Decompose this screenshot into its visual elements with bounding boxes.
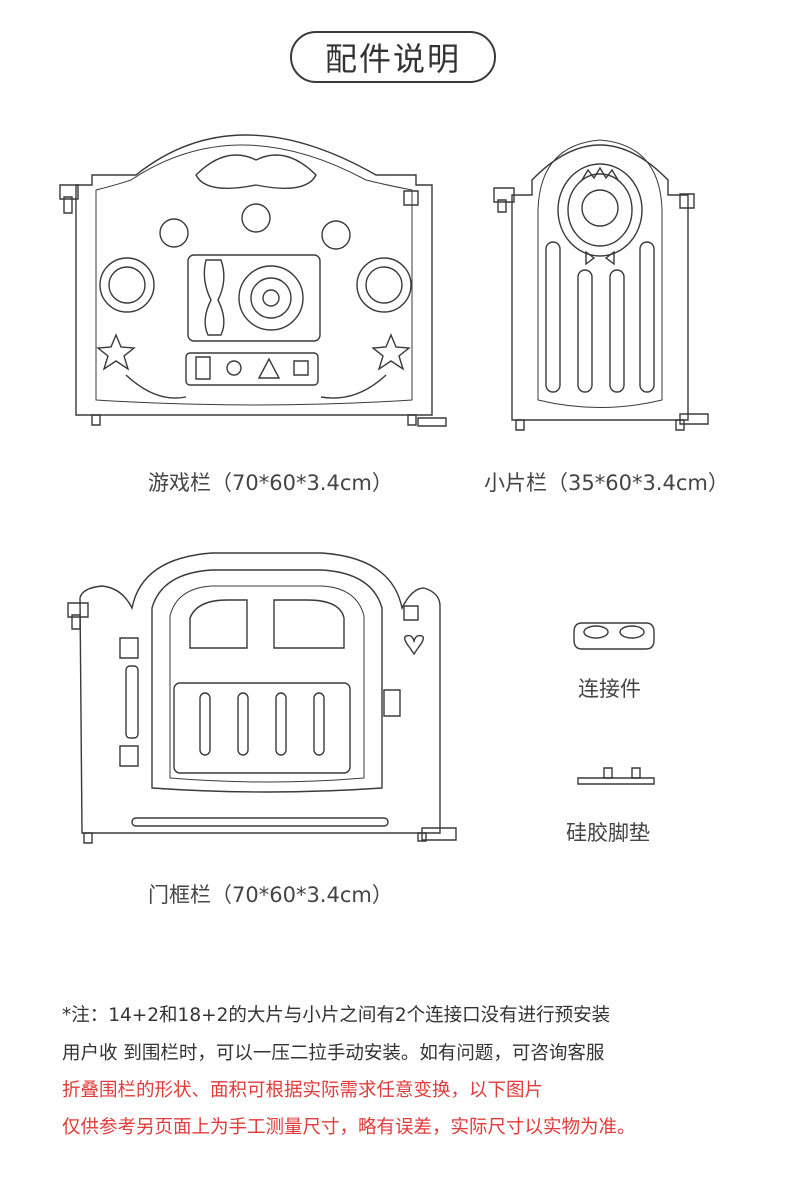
small-panel-caption: 小片栏（35*60*3.4cm） <box>484 471 729 495</box>
game-panel-illustration <box>56 135 446 435</box>
small-panel-illustration <box>490 130 720 435</box>
door-panel-illustration <box>62 548 462 848</box>
note-line-2: 用户收 到围栏时，可以一压二拉手动安装。如有问题，可咨询客服 <box>62 1043 605 1064</box>
door-panel-caption: 门框栏（70*60*3.4cm） <box>148 883 393 907</box>
silicone-pad-illustration <box>576 766 656 786</box>
game-panel-caption: 游戏栏（70*60*3.4cm） <box>148 471 393 495</box>
silicone-pad-caption: 硅胶脚垫 <box>566 821 650 845</box>
note-line-1: *注：14+2和18+2的大片与小片之间有2个连接口没有进行预安装 <box>62 1005 611 1026</box>
note-line-3: 折叠围栏的形状、面积可根据实际需求任意变换，以下图片 <box>62 1080 544 1101</box>
connector-caption: 连接件 <box>578 677 641 701</box>
connector-illustration <box>572 620 656 652</box>
page-title: 配件说明 <box>290 31 496 83</box>
note-line-4: 仅供参考另页面上为手工测量尺寸，略有误差，实际尺寸以实物为准。 <box>62 1117 636 1138</box>
